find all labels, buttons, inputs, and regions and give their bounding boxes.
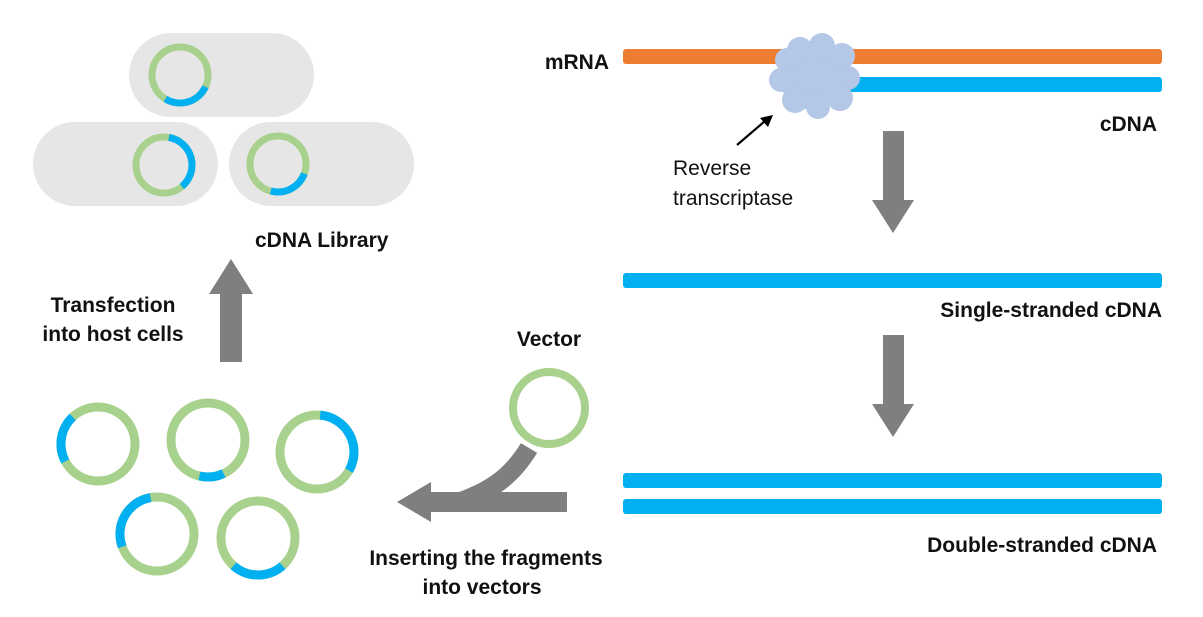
up-arrow <box>209 259 253 362</box>
enzyme-pointer-arrow <box>736 115 773 146</box>
recombinant-plasmid-4 <box>115 492 199 576</box>
host-cell-1 <box>129 33 314 117</box>
insert-arrow <box>397 482 567 522</box>
reverse-transcriptase-label-line1: Reverse <box>673 157 751 180</box>
cdna-library-label: cDNA Library <box>255 229 389 252</box>
down-arrow-1 <box>872 131 914 233</box>
recombinant-plasmid-5 <box>216 496 300 580</box>
down-arrow-2 <box>872 335 914 437</box>
cdna-label: cDNA <box>1100 113 1157 136</box>
mrna-label: mRNA <box>545 51 609 74</box>
recombinant-plasmid-1 <box>56 402 140 486</box>
reverse-transcription-stage: mRNA cDNA Reverse transcriptase <box>545 33 1162 210</box>
double-stranded-stage: Double-stranded cDNA <box>623 473 1162 557</box>
recombinant-plasmid-3 <box>275 410 359 494</box>
vector-label: Vector <box>517 328 581 351</box>
host-cell-3 <box>229 122 414 206</box>
recombinant-plasmids <box>56 398 359 580</box>
host-cell-2 <box>33 122 218 206</box>
cdna-library: cDNA Library <box>33 33 414 252</box>
vector-plasmid-icon <box>509 368 589 448</box>
recombinant-plasmid-2 <box>166 398 250 482</box>
double-stranded-cdna-strand-top <box>623 473 1162 488</box>
vector-stage: Vector Inserting the fragments into vect… <box>369 328 602 599</box>
transfection-label-line1: Transfection <box>51 294 176 317</box>
double-stranded-label: Double-stranded cDNA <box>927 534 1157 557</box>
reverse-transcriptase-icon <box>769 33 860 119</box>
single-stranded-stage: Single-stranded cDNA <box>623 273 1162 322</box>
reverse-transcriptase-label-line2: transcriptase <box>673 187 793 210</box>
inserting-label-line2: into vectors <box>422 576 541 599</box>
single-stranded-cdna-strand <box>623 273 1162 288</box>
inserting-label-line1: Inserting the fragments <box>369 547 602 570</box>
transfection-label-line2: into host cells <box>42 323 183 346</box>
double-stranded-cdna-strand-bottom <box>623 499 1162 514</box>
single-stranded-label: Single-stranded cDNA <box>940 299 1162 322</box>
cdna-strand <box>820 77 1162 92</box>
mrna-strand <box>623 49 1162 64</box>
